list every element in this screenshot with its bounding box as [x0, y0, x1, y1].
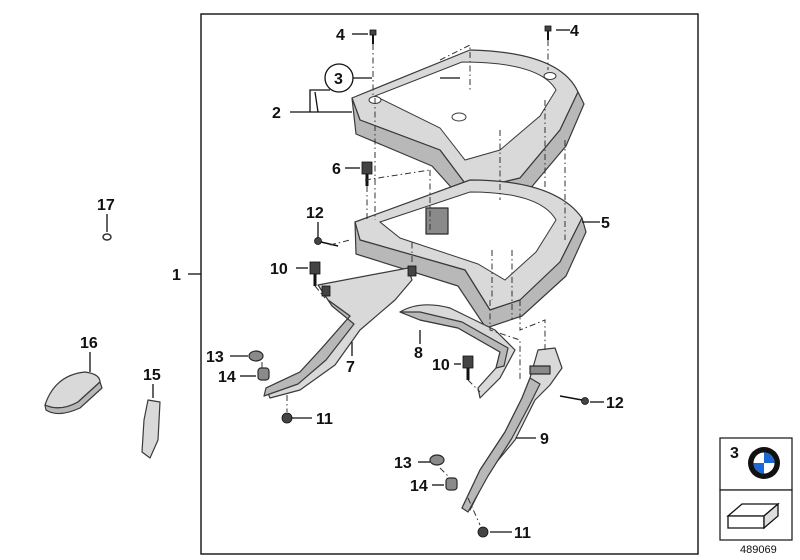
bolt-11-right-part [477, 526, 489, 538]
callout-13-right: 13 [394, 455, 412, 472]
callout-17: 17 [97, 197, 115, 214]
callout-2: 2 [272, 105, 281, 122]
bolt-11-left-part [281, 412, 293, 424]
callout-8: 8 [414, 345, 423, 362]
bolt-6-part [361, 161, 373, 186]
bolt-10-left-part [309, 261, 321, 286]
callout-5: 5 [601, 215, 610, 232]
legend-box: 3 [719, 437, 793, 541]
upper-rack-part [351, 49, 585, 207]
callout-11-right: 11 [514, 525, 531, 542]
assembly-lines [261, 40, 566, 526]
callout-11-left: 11 [316, 411, 333, 428]
callout-4-left: 4 [336, 27, 345, 44]
nut-13-left-part [248, 350, 264, 362]
callout-12-left: 12 [306, 205, 324, 222]
callout-15: 15 [143, 367, 161, 384]
bracket-symbol-icon [726, 502, 780, 530]
washer-14-left-part [257, 367, 270, 381]
reference-number: 489069 [740, 544, 777, 556]
cap-15-part [141, 399, 161, 459]
callout-9: 9 [540, 431, 549, 448]
left-bracket-part [263, 265, 417, 399]
callout-14-right: 14 [410, 478, 428, 495]
callout-16: 16 [80, 335, 98, 352]
callout-10-left: 10 [270, 261, 288, 278]
leader-lines [89, 29, 604, 533]
callout-14-left: 14 [218, 369, 236, 386]
callout-6: 6 [332, 161, 341, 178]
bolt-10-right-part [462, 355, 474, 380]
bolt-4-left-part [369, 29, 377, 44]
right-bracket-part [399, 304, 516, 399]
bolt-4-right-part [544, 25, 552, 40]
washer-14-right-part [445, 477, 458, 491]
callout-12-right: 12 [606, 395, 624, 412]
carrier-part [354, 179, 587, 329]
screw-12-left-part [314, 237, 339, 247]
callout-10-right: 10 [432, 357, 450, 374]
assembly-frame [200, 13, 699, 555]
callout-3: 3 [334, 71, 343, 88]
bmw-roundel-icon [748, 447, 780, 479]
strut-part [461, 347, 563, 513]
callout-1: 1 [172, 267, 181, 284]
cover-16-part [44, 371, 103, 415]
callout-13-left: 13 [206, 349, 224, 366]
ring-17-part [102, 233, 112, 241]
screw-12-right-part [559, 395, 589, 405]
legend-number: 3 [730, 445, 739, 462]
nut-13-right-part [429, 454, 445, 466]
callout-7: 7 [346, 359, 355, 376]
callout-4-right: 4 [570, 23, 579, 40]
